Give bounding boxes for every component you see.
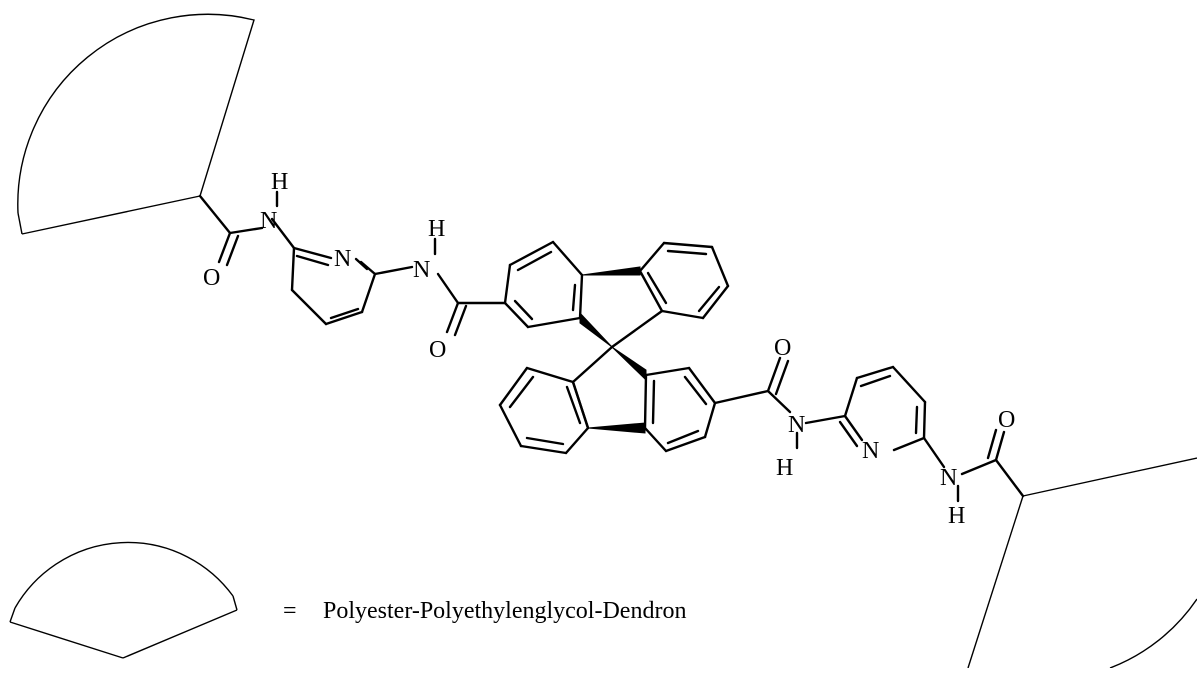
atom-o-1: O — [203, 265, 220, 291]
atom-n-pyridine-right: N — [862, 438, 879, 464]
fluorene-five-ring-upper — [579, 266, 664, 349]
fluorene-ring-d — [643, 366, 717, 453]
atom-o-2: O — [429, 337, 446, 363]
atom-n-2: N — [413, 257, 430, 283]
left-arm-bonds — [198, 194, 507, 337]
fluorene-ring-c — [498, 366, 590, 455]
atom-labels: H N O N H N O O N H N O N H — [203, 169, 1015, 529]
fluorene-ring-a — [503, 240, 584, 329]
atom-n-3: N — [788, 412, 805, 438]
dendron-bottom-right — [967, 457, 1197, 669]
nh-bonds — [275, 190, 960, 503]
legend: = Polyester-Polyethylenglycol-Dendron — [283, 598, 686, 624]
dendron-legend-symbol — [9, 541, 238, 659]
atom-n-1: N — [260, 208, 277, 234]
right-arm-bonds — [713, 356, 1025, 498]
atom-o-3: O — [774, 335, 791, 361]
atom-h-4: H — [948, 503, 965, 529]
atom-n-pyridine-left: N — [334, 246, 351, 272]
fluorene-five-ring-lower — [571, 345, 647, 434]
atom-h-2: H — [428, 216, 445, 242]
legend-equals: = — [283, 598, 297, 624]
legend-label: Polyester-Polyethylenglycol-Dendron — [323, 598, 686, 624]
atom-o-4: O — [998, 407, 1015, 433]
atom-h-3: H — [776, 455, 793, 481]
fluorene-ring-b — [638, 241, 730, 320]
atom-h-1: H — [271, 169, 288, 195]
atom-n-4: N — [940, 465, 957, 491]
dendron-top-left — [17, 13, 255, 235]
